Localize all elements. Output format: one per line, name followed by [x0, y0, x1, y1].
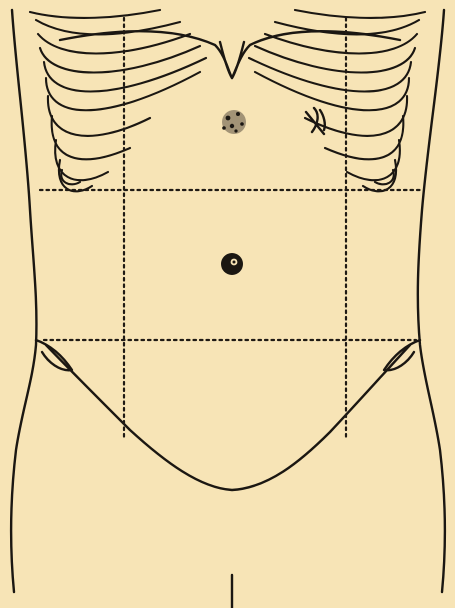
lower-abdomen-curve	[46, 345, 410, 490]
right-rib-cage	[249, 10, 425, 191]
torso-right-outline	[418, 10, 445, 592]
left-rib-cage	[30, 10, 206, 191]
umbilicus	[221, 253, 243, 275]
epigastric-stippled-mark	[222, 110, 246, 134]
abdominal-grid	[40, 18, 420, 440]
torso-left-outline	[11, 10, 36, 592]
